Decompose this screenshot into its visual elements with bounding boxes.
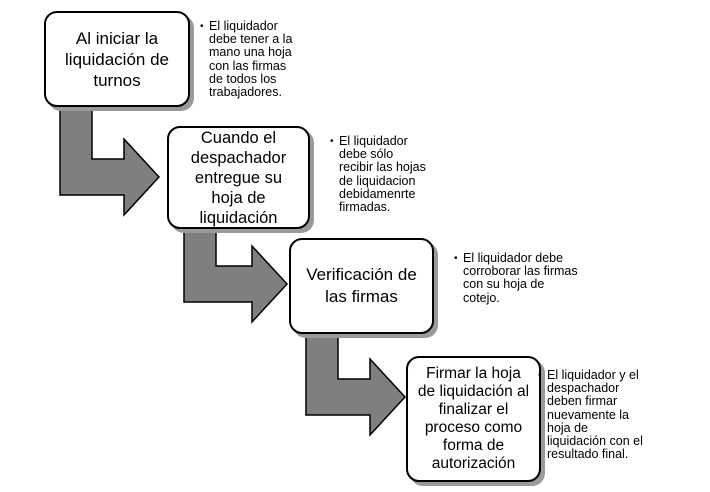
arrow-step3-to-step4: [305, 332, 407, 437]
note-1-text: El liquidador debe tener a la mano una h…: [209, 19, 293, 100]
bullet-icon: •: [454, 253, 458, 264]
arrow-step2-to-step3: [183, 227, 289, 324]
step-box-1: Al iniciar la liquidación de turnos: [44, 11, 190, 107]
note-step-3: • El liquidador debe corroborar las firm…: [454, 251, 584, 305]
step-box-4: Firmar la hoja de liquidación al finaliz…: [406, 356, 541, 482]
step-1-label: Al iniciar la liquidación de turnos: [65, 28, 169, 90]
note-step-2: • El liquidador debe sólo recibir las ho…: [330, 134, 455, 215]
step-2-label: Cuando el despachador entregue su hoja d…: [190, 128, 287, 227]
arrow-step1-to-step2: [59, 105, 161, 217]
note-3-text: El liquidador debe corroborar las firmas…: [463, 251, 578, 305]
step-3-label: Verificación de las firmas: [306, 265, 417, 306]
step-box-3: Verificación de las firmas: [289, 238, 434, 334]
bullet-icon: •: [538, 370, 542, 381]
step-4-label: Firmar la hoja de liquidación al finaliz…: [417, 365, 530, 472]
note-step-1: • El liquidador debe tener a la mano una…: [200, 19, 325, 100]
bullet-icon: •: [330, 136, 334, 147]
step-box-2: Cuando el despachador entregue su hoja d…: [167, 126, 310, 229]
note-4-text: El liquidador y el despachador deben fir…: [547, 368, 643, 462]
bullet-icon: •: [200, 21, 204, 32]
note-2-text: El liquidador debe sólo recibir las hoja…: [339, 134, 426, 215]
note-step-4: • El liquidador y el despachador deben f…: [538, 368, 668, 462]
